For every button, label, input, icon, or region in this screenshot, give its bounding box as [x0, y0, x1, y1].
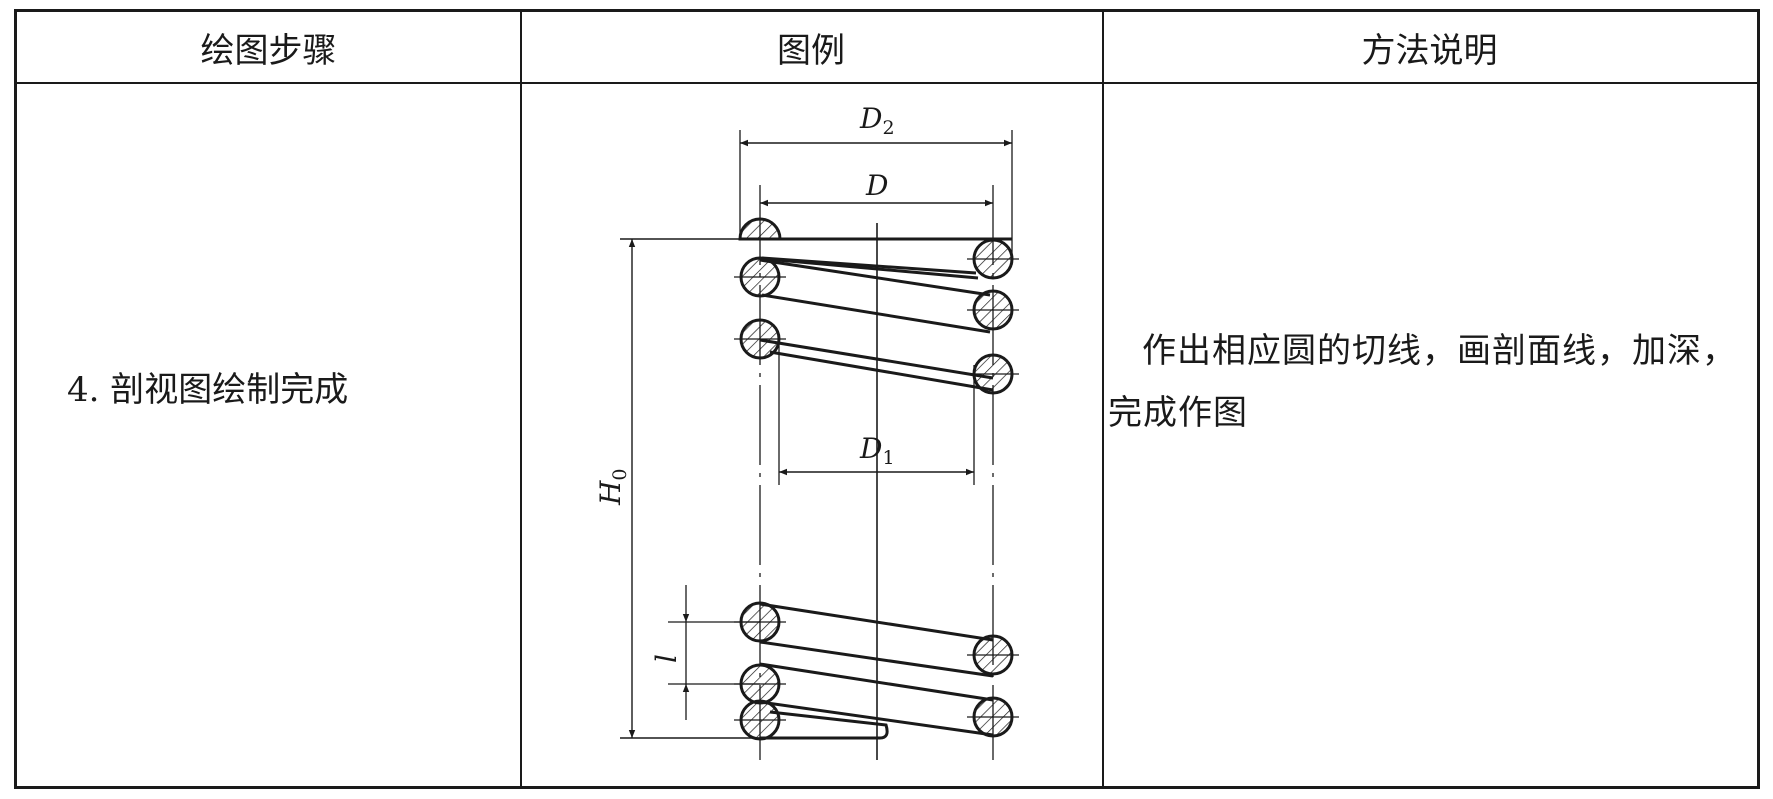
column-divider-1 [520, 12, 522, 786]
label-D1: D1 [859, 432, 895, 469]
label-D2: D2 [859, 102, 895, 139]
header-method: 方法说明 [1361, 30, 1498, 71]
label-H0: H0 [594, 468, 631, 506]
method-table: 绘图步骤 图例 方法说明 4. 剖视图绘制完成 [14, 9, 1760, 789]
step-cell: 4. 剖视图绘制完成 [67, 370, 349, 410]
method-description: 作出相应圆的切线，画剖面线，加深，完成作图 [1108, 331, 1737, 433]
label-l: l [650, 654, 683, 663]
column-divider-2 [1102, 12, 1104, 786]
header-steps: 绘图步骤 [200, 30, 337, 71]
wire-sections [738, 217, 1014, 741]
header-divider [17, 82, 1757, 84]
label-D: D [865, 169, 888, 202]
header-figure: 图例 [777, 30, 845, 71]
